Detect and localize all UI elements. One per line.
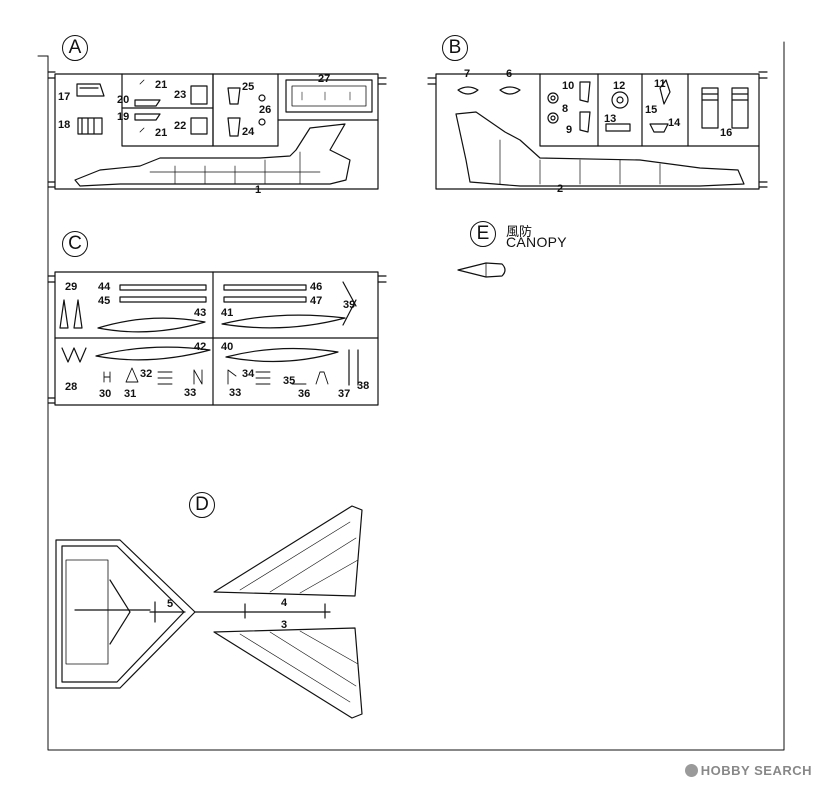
part-label: 16 (720, 127, 733, 139)
part-label: 25 (242, 81, 255, 93)
sprue-c-letter: C (62, 231, 88, 257)
watermark-text: HOBBY SEARCH (700, 763, 812, 778)
part-label: 15 (645, 104, 658, 116)
part-label: 21 (155, 127, 168, 139)
sprue-b-letter: B (442, 35, 468, 61)
part-e-title-jp: 風防 (506, 224, 533, 239)
page-frame (37, 41, 785, 751)
sprue-d-letter: D (189, 492, 215, 518)
part-label: 29 (65, 281, 78, 293)
part-label: 21 (155, 79, 168, 91)
part-label: 26 (259, 104, 272, 116)
part-label: 8 (562, 103, 569, 115)
sprue-d-frame (55, 539, 331, 689)
part-label: 3 (281, 619, 288, 631)
sprue-a-parts-19-20 (134, 79, 161, 133)
part-label: 2 (557, 183, 564, 195)
part-label: 28 (65, 381, 78, 393)
sprue-b-parts-6-7 (457, 86, 521, 95)
sprue-a-parts-17-18 (76, 83, 105, 135)
part-label: 43 (194, 307, 207, 319)
part-label: 24 (242, 126, 255, 138)
part-label: 33 (229, 387, 242, 399)
part-e-letter: E (470, 221, 496, 247)
part-label: 36 (298, 388, 311, 400)
sprue-b-parts-12-13 (605, 91, 631, 132)
part-label: 39 (343, 299, 356, 311)
part-label: 41 (221, 307, 234, 319)
sprue-a-parts-24-25-26 (227, 87, 266, 137)
sprue-c-missiles (59, 281, 359, 386)
sprue-b-parts-8-9-10 (547, 81, 591, 133)
sprue-a-letter: A (62, 35, 88, 61)
part-label: 45 (98, 295, 111, 307)
sprue-c-small-parts (103, 367, 329, 385)
part-label: 32 (140, 368, 153, 380)
part-label: 30 (99, 388, 112, 400)
sprue-a-part-1-fuselage (74, 123, 351, 187)
part-e-canopy (457, 262, 506, 278)
sprue-d-part-5-tail (65, 559, 186, 665)
part-label: 18 (58, 119, 71, 131)
part-label: 44 (98, 281, 111, 293)
sprue-c-rails (119, 284, 307, 303)
watermark: HOBBY SEARCH (684, 763, 812, 778)
part-label: 34 (242, 368, 255, 380)
sprue-c-frame (47, 271, 387, 406)
sprue-b-part-16 (701, 87, 749, 129)
part-label: 13 (604, 113, 617, 125)
part-label: 5 (167, 598, 174, 610)
part-label: 14 (668, 117, 681, 129)
part-label: 12 (613, 80, 626, 92)
part-label: 9 (566, 124, 573, 136)
sprue-a-frame (47, 71, 387, 190)
sprue-a-part-27-panel (285, 79, 373, 113)
sprue-d-part-3-wing (213, 627, 363, 719)
part-label: 11 (654, 78, 666, 90)
sprue-a-parts-22-23 (190, 85, 208, 135)
part-label: 20 (117, 94, 130, 106)
part-label: 42 (194, 341, 207, 353)
watermark-logo-icon (684, 764, 698, 777)
part-label: 46 (310, 281, 323, 293)
part-label: 19 (117, 111, 130, 123)
part-label: 35 (283, 375, 296, 387)
part-label: 6 (506, 68, 513, 80)
part-label: 4 (281, 597, 288, 609)
sprue-c-fuel-tanks (95, 314, 346, 363)
part-label: 23 (174, 89, 187, 101)
part-label: 31 (124, 388, 137, 400)
part-label: 40 (221, 341, 234, 353)
sprue-b-parts-11-14-15 (649, 79, 671, 133)
part-label: 33 (184, 387, 197, 399)
part-label: 17 (58, 91, 71, 103)
part-label: 38 (357, 380, 370, 392)
part-label: 10 (562, 80, 575, 92)
part-label: 37 (338, 388, 351, 400)
part-label: 1 (255, 184, 262, 196)
sprue-d-part-4-wing (213, 505, 363, 619)
part-label: 47 (310, 295, 323, 307)
part-label: 27 (318, 73, 331, 85)
part-label: 22 (174, 120, 187, 132)
sprue-b-frame (427, 71, 768, 190)
part-e-title-en: CANOPY (506, 234, 567, 250)
sprue-b-part-2-fuselage (455, 111, 745, 187)
part-label: 7 (464, 68, 471, 80)
